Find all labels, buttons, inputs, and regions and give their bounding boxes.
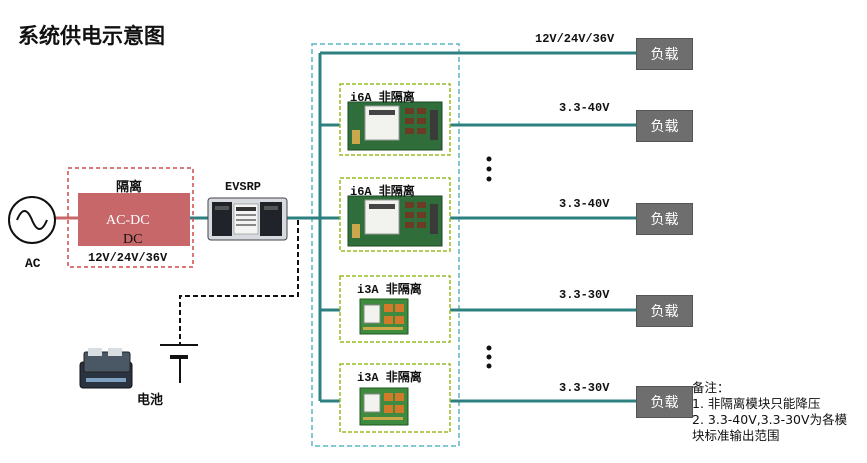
output-voltage-3: 3.3-40V <box>559 197 610 211</box>
page-title: 系统供电示意图 <box>18 24 165 48</box>
more-modules-dots-1 <box>486 156 492 182</box>
output-voltage-4: 3.3-30V <box>559 288 610 302</box>
i6a-board-icon-2 <box>347 195 443 247</box>
notes-line-2a: 2. 3.3-40V,3.3-30V为各模 <box>692 412 848 427</box>
i6a-board-icon-1 <box>347 101 443 151</box>
module-label-3: i3A 非隔离 <box>357 283 422 297</box>
battery-symbol <box>160 344 198 383</box>
isolation-label: 隔离 <box>116 180 143 195</box>
i3a-board-icon-2 <box>359 387 409 426</box>
notes-heading: 备注： <box>692 380 730 395</box>
module-group-frame <box>311 43 460 447</box>
evsrp-label: EVSRP <box>225 180 262 194</box>
output-voltage-5: 3.3-30V <box>559 381 610 395</box>
load-box-1: 负载 <box>636 38 693 70</box>
notes-line-1: 1. 非隔离模块只能降压 <box>692 396 821 411</box>
ac-label: AC <box>25 256 41 271</box>
notes-panel: 备注： 1. 非隔离模块只能降压 2. 3.3-40V,3.3-30V为各模 块… <box>692 380 867 444</box>
module-label-1: i6A 非隔离 <box>350 91 415 105</box>
output-voltage-2: 3.3-40V <box>559 101 610 115</box>
bus-wiring <box>190 51 636 403</box>
module-label-4: i3A 非隔离 <box>357 371 422 385</box>
ac-source-icon <box>8 196 78 244</box>
load-box-2: 负载 <box>636 110 693 142</box>
battery-wiring <box>179 220 299 345</box>
module-label-2: i6A 非隔离 <box>350 185 415 199</box>
isolation-output-label: 12V/24V/36V <box>88 251 168 265</box>
converter-label-line2: DC <box>123 232 143 247</box>
evsrp-device-icon <box>207 197 288 241</box>
ac-dc-converter <box>78 193 190 246</box>
notes-line-2b: 块标准输出范围 <box>692 428 780 443</box>
i3a-board-icon-1 <box>359 298 409 335</box>
load-box-4: 负载 <box>636 295 693 327</box>
battery-pack-icon <box>79 348 133 389</box>
load-box-3: 负载 <box>636 203 693 235</box>
more-modules-dots-2 <box>486 345 492 369</box>
converter-label-line1: AC-DC <box>106 213 150 228</box>
load-box-5: 负载 <box>636 386 693 418</box>
output-voltage-1: 12V/24V/36V <box>535 32 615 46</box>
battery-label: 电池 <box>137 393 164 408</box>
